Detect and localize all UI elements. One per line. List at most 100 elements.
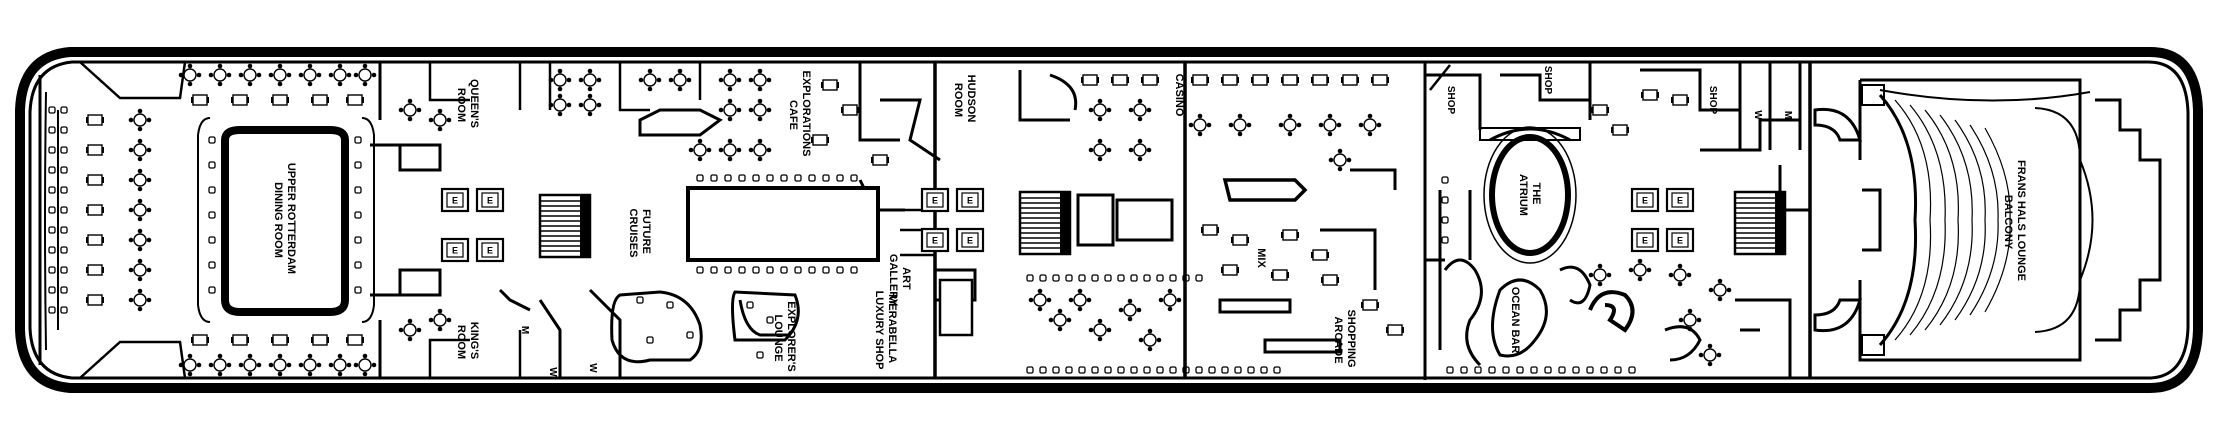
lounge-chair <box>1052 274 1060 282</box>
bow-chair <box>48 126 56 134</box>
lounge-chair <box>1052 366 1060 374</box>
casino-table <box>1250 74 1270 86</box>
lounge-chair <box>794 266 802 274</box>
lounge-chair <box>1143 366 1151 374</box>
cafe-table <box>548 92 572 118</box>
bow-chair <box>48 166 56 174</box>
lounge-chair <box>1065 274 1073 282</box>
bow-chair <box>48 266 56 274</box>
dining-table <box>310 334 330 346</box>
dining-table <box>85 114 105 126</box>
ring-chair <box>354 261 362 269</box>
casino-table <box>1087 97 1113 123</box>
lounge-chair <box>1104 274 1112 282</box>
casino-table <box>1127 97 1153 123</box>
cafe-table <box>578 67 602 93</box>
elevator-label: E <box>932 236 938 246</box>
lounge-chair <box>794 174 802 182</box>
lounge-chair <box>1078 274 1086 282</box>
queens-room-label: QUEEN'S ROOM <box>455 79 480 131</box>
lounge-chair <box>646 336 654 344</box>
lounge-chair <box>666 301 674 309</box>
dining-table <box>353 63 377 88</box>
elevator-label: E <box>967 196 973 206</box>
casino-label: CASINO <box>1173 74 1185 117</box>
dining-table <box>190 94 210 106</box>
cafe-table <box>718 67 742 93</box>
explorations-cafe-label: EXPLORATIONS CAFE <box>787 70 812 159</box>
lounge-chair <box>808 174 816 182</box>
dining-table <box>127 288 153 312</box>
bow-chair <box>60 106 68 114</box>
ring-chair <box>354 286 362 294</box>
casino-table <box>1357 112 1383 138</box>
cafe-seat <box>870 154 890 166</box>
elevator-label: E <box>487 246 493 256</box>
bar-chair <box>1558 366 1566 374</box>
dining-tables <box>48 63 452 377</box>
bow-chair <box>48 226 56 234</box>
casino-table <box>1140 74 1160 86</box>
bar-chair <box>1441 216 1449 224</box>
elevator-label: E <box>1677 196 1683 206</box>
bar-chair <box>1628 366 1636 374</box>
ring-chair <box>208 136 216 144</box>
lounge-chair <box>1091 274 1099 282</box>
bow-chair <box>60 146 68 154</box>
dining-table <box>190 334 210 346</box>
casino-table <box>1327 147 1353 173</box>
lounge-chair <box>1039 366 1047 374</box>
elevator-label: E <box>1642 196 1648 206</box>
room-table <box>398 97 422 123</box>
dining-table <box>207 353 233 377</box>
bar-chair <box>1460 366 1468 374</box>
casino-table <box>1277 112 1303 138</box>
restroom-w-1: W <box>547 367 558 377</box>
theater-balcony <box>1858 78 2162 362</box>
bar-chair <box>1530 366 1538 374</box>
dining-table <box>270 94 290 106</box>
lounge-table <box>1087 318 1113 342</box>
shop-label-1: SHOP <box>1445 86 1456 115</box>
ring-chair <box>208 211 216 219</box>
lounge-chair <box>738 174 746 182</box>
lounge-chair <box>780 174 788 182</box>
bar-chair <box>1488 366 1496 374</box>
cafe-table <box>548 67 572 93</box>
casino-table <box>1340 74 1360 86</box>
casino-table <box>1187 112 1213 138</box>
shop-label-2: SHOP <box>1542 66 1553 95</box>
lounge-chair <box>1130 366 1138 374</box>
lounge-table <box>1157 288 1183 312</box>
cafe-table <box>718 97 742 123</box>
lounge-table <box>1047 308 1073 332</box>
casino-table <box>1220 74 1240 86</box>
dining-table <box>237 353 262 377</box>
lounge-chair <box>1078 366 1086 374</box>
lounge-chair <box>1156 366 1164 374</box>
ring-chair <box>354 136 362 144</box>
lounge-chair <box>1091 366 1099 374</box>
bow-chair <box>60 226 68 234</box>
restroom-w-2: W <box>587 363 598 373</box>
dining-table <box>345 94 365 106</box>
aft-mid-walls <box>1423 62 1812 380</box>
lounge-table <box>1137 328 1163 352</box>
bar-chair <box>1474 366 1482 374</box>
explorers-lounge-label: EXPLORER'S LOUNGE <box>772 301 797 375</box>
ring-chair <box>208 261 216 269</box>
cafe-table <box>748 137 772 163</box>
dining-table <box>127 137 153 163</box>
bow-chair <box>48 106 56 114</box>
lounge-table <box>1117 298 1143 322</box>
lounge-chair <box>1260 366 1268 374</box>
mix-seat <box>1280 229 1300 241</box>
dining-table <box>85 174 105 186</box>
dining-table <box>298 353 322 377</box>
room-table <box>428 308 452 332</box>
lounge-chair <box>696 174 704 182</box>
lounge-chair <box>1026 366 1034 374</box>
bar-chair <box>1600 366 1608 374</box>
